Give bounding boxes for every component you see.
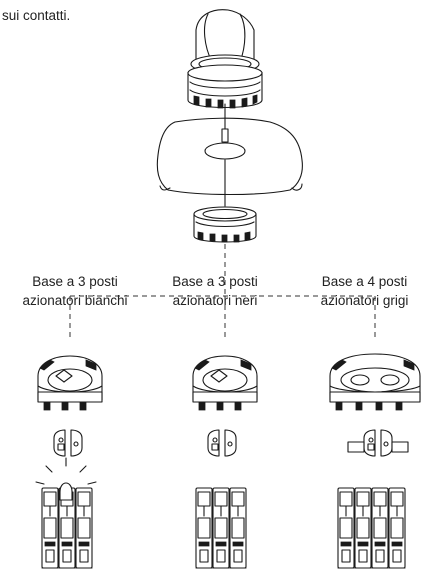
base-holder-grey-icon — [329, 353, 421, 411]
contact-block-icon — [212, 487, 230, 569]
actuator-white-icon — [53, 429, 83, 457]
base-label-white-line1: Base a 3 posti — [32, 274, 118, 289]
contact-block-icon — [337, 487, 355, 569]
threaded-ring-icon — [187, 64, 263, 109]
contact-block-icon — [388, 487, 406, 569]
contact-block-icon — [371, 487, 389, 569]
actuator-grey-icon — [347, 429, 409, 457]
selector-knob-icon — [190, 9, 260, 74]
contact-blocks-white — [41, 482, 93, 569]
contact-block-icon — [195, 487, 213, 569]
base-label-grey: Base a 4 posti azionatori grigi — [296, 272, 433, 310]
contact-blocks-black — [195, 487, 247, 569]
contact-block-icon — [75, 487, 93, 569]
locking-nut-icon — [193, 206, 257, 243]
base-label-grey-line1: Base a 4 posti — [321, 274, 408, 289]
base-holder-white-icon — [37, 355, 103, 411]
base-label-white-line2: azionatori bianchi — [22, 293, 128, 308]
base-label-black-line2: azionatori neri — [172, 293, 258, 308]
contact-block-icon — [229, 487, 247, 569]
caption-fragment: sui contatti. — [2, 8, 71, 23]
contact-block-icon — [354, 487, 372, 569]
mounting-panel-icon — [156, 103, 303, 207]
base-holder-black-icon — [192, 355, 258, 411]
base-label-grey-line2: azionatori grigi — [320, 293, 409, 308]
contact-blocks-grey — [337, 487, 406, 569]
distribution-lines — [69, 244, 376, 340]
base-label-black: Base a 3 posti azionatori neri — [150, 272, 280, 310]
contact-block-icon — [41, 487, 59, 569]
base-label-white: Base a 3 posti azionatori bianchi — [4, 272, 146, 310]
actuator-black-icon — [207, 429, 237, 457]
light-rays-icon — [35, 457, 97, 485]
base-label-black-line1: Base a 3 posti — [172, 274, 258, 289]
